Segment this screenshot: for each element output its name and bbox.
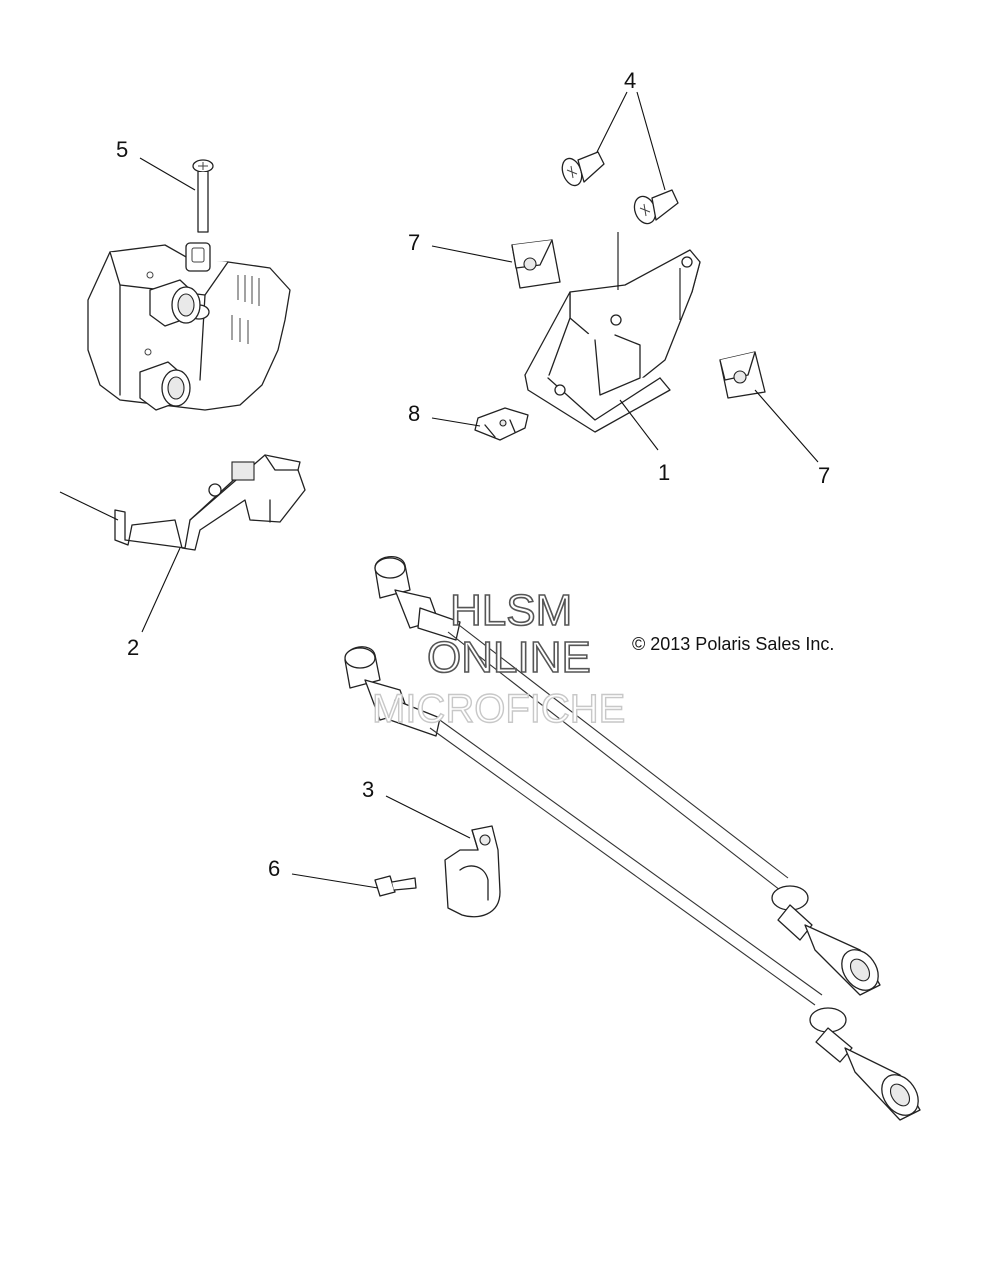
watermark-line-3: MICROFICHE [372, 687, 625, 731]
clip-nut-7-right [719, 351, 766, 399]
copyright-notice: © 2013 Polaris Sales Inc. [632, 634, 834, 654]
watermark-line-2: ONLINE [427, 633, 591, 682]
callout-3: 3 [362, 777, 374, 802]
leader-lines [59, 91, 819, 889]
callout-labels: 1 2 3 4 5 6 7 7 8 [116, 68, 830, 881]
clip-8 [474, 407, 529, 441]
callout-8: 8 [408, 401, 420, 426]
callout-1: 1 [658, 460, 670, 485]
bolt-6 [374, 875, 417, 897]
screw-4-lower [633, 189, 679, 225]
callout-6: 6 [268, 856, 280, 881]
callout-4: 4 [624, 68, 636, 93]
screw-5 [192, 159, 214, 233]
p-clamp-3 [444, 825, 501, 918]
ignition-coil [87, 242, 291, 411]
mounting-bracket-2 [114, 454, 306, 551]
watermark: HLSM ONLINE MICROFICHE [371, 585, 626, 732]
bracket-1 [524, 232, 701, 433]
spark-plug-wire-upper [374, 556, 881, 996]
screw-4-upper [561, 151, 605, 187]
callout-2: 2 [127, 635, 139, 660]
callout-5: 5 [116, 137, 128, 162]
callout-7-upper: 7 [408, 230, 420, 255]
callout-7-right: 7 [818, 463, 830, 488]
clip-nut-7-upper [511, 239, 561, 289]
spark-plug-wire-lower [344, 646, 921, 1121]
watermark-line-1: HLSM [450, 586, 572, 635]
